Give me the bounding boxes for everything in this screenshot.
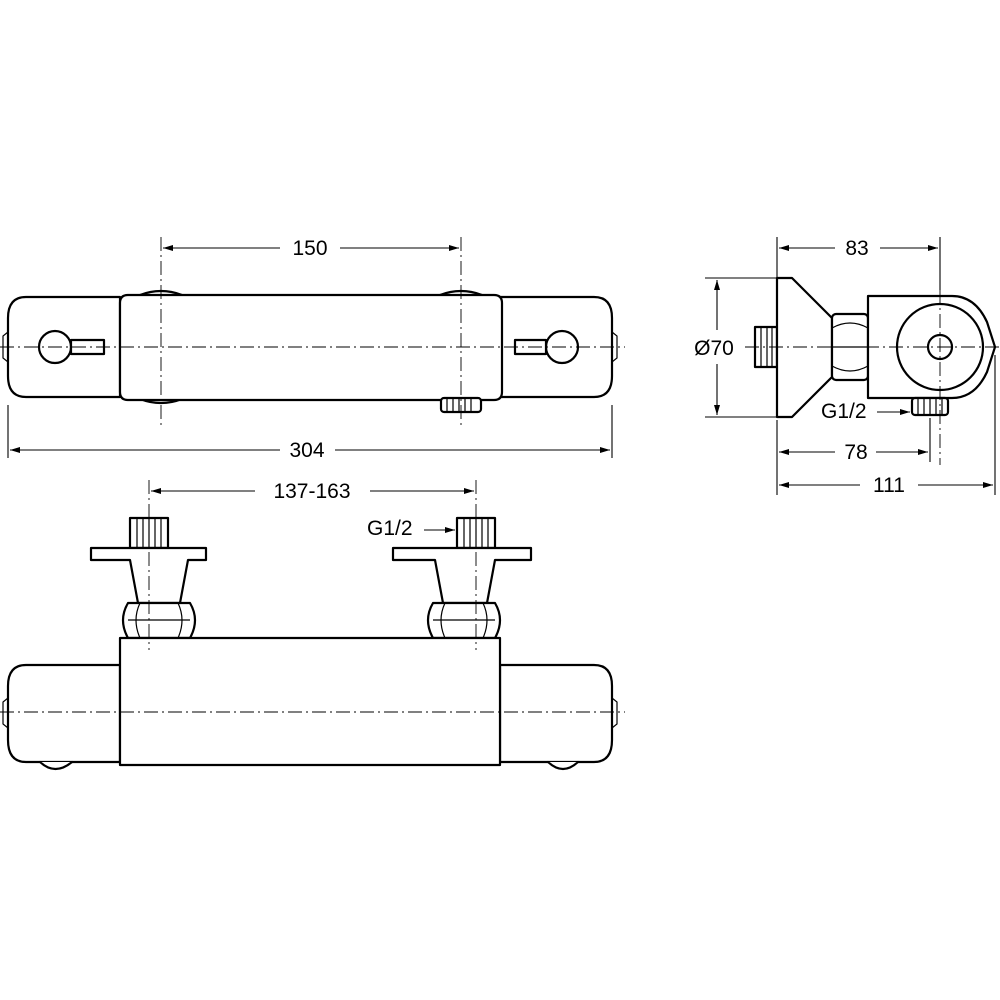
thread-callout-front: G1/2 (367, 517, 455, 540)
thread-label-side: G1/2 (821, 400, 867, 423)
dim-label-137-163: 137-163 (273, 480, 350, 503)
thread-callout-side: G1/2 (821, 400, 910, 423)
right-connector (391, 516, 533, 640)
dim-label-111: 111 (873, 474, 905, 497)
front-right-end-cap (498, 663, 614, 764)
thread-label-front: G1/2 (367, 517, 413, 540)
front-view (0, 480, 625, 771)
dimension-83: 83 (776, 237, 941, 290)
dimension-304: 304 (7, 405, 613, 462)
mixer-body-top (118, 293, 504, 402)
dim-label-83: 83 (845, 237, 868, 260)
dimension-137-163: 137-163 (151, 480, 474, 503)
dimension-78: 78 (776, 418, 931, 495)
dimension-150: 150 (163, 237, 459, 260)
dim-label-304: 304 (289, 439, 324, 462)
side-flange (775, 276, 834, 419)
dim-label-78: 78 (844, 441, 867, 464)
top-view (0, 237, 625, 425)
front-left-end-cap (6, 663, 122, 764)
left-connector (89, 516, 208, 640)
dimension-diameter-70: Ø70 (694, 277, 777, 418)
dim-label-150: 150 (292, 237, 327, 260)
mixer-body-front (118, 636, 502, 767)
side-view (745, 276, 1000, 465)
dimension-111: 111 (779, 355, 996, 497)
dim-label-diameter-70: Ø70 (694, 337, 734, 360)
